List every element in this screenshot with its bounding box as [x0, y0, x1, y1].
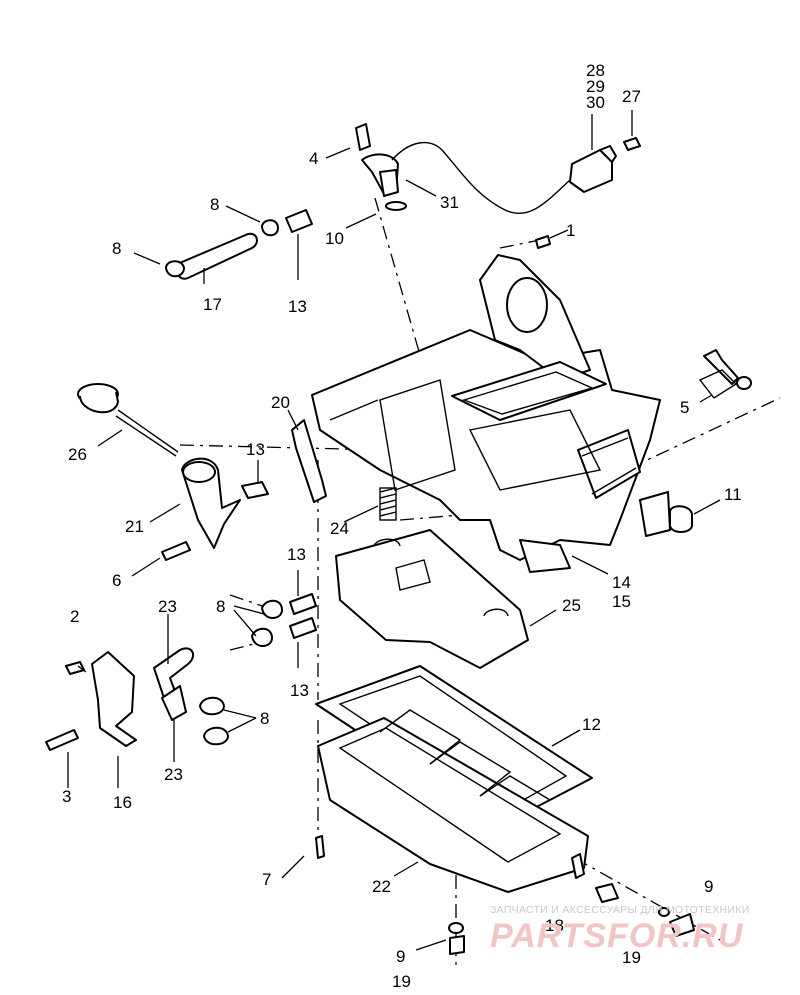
- part-25-tank-cover: [335, 529, 529, 669]
- callout-29: 29: [586, 77, 605, 96]
- callout-9-bottom: 9: [396, 947, 405, 966]
- callout-8-top: 8: [210, 195, 219, 214]
- callout-23-bottom: 23: [164, 765, 183, 784]
- transmission-housing: [311, 254, 671, 573]
- callout-13-upper-right: 13: [287, 545, 306, 564]
- callout-19-right: 19: [622, 948, 641, 967]
- part-20-gasket: [291, 419, 327, 503]
- leader-lines: [67, 110, 721, 951]
- part-24-spring: [379, 487, 397, 521]
- callout-3: 3: [62, 787, 71, 806]
- watermark: ЗАПЧАСТИ И АКСЕССУАРЫ ДЛЯ МОТОТЕХНИКИ PA…: [490, 904, 750, 955]
- callout-28: 28: [586, 61, 605, 80]
- drain-hardware: [448, 853, 695, 955]
- part-6-stud: [161, 541, 191, 561]
- callout-15: 15: [612, 592, 631, 611]
- callout-8-left: 8: [112, 239, 121, 258]
- callout-8-mid: 8: [216, 597, 225, 616]
- middle-clamps-fittings: [251, 593, 317, 647]
- callout-1: 1: [566, 221, 575, 240]
- part-21-filler-neck: [181, 457, 241, 549]
- part-26-dipstick: [77, 383, 179, 457]
- callout-7: 7: [262, 870, 271, 889]
- watermark-brand: PARTSFOR.RU: [490, 917, 744, 955]
- callout-25: 25: [562, 596, 581, 615]
- watermark-tagline: ЗАПЧАСТИ И АКСЕССУАРЫ ДЛЯ МОТОТЕХНИКИ: [490, 904, 750, 916]
- part-11-bushing: [669, 505, 693, 533]
- callout-23-top: 23: [158, 597, 177, 616]
- callout-17: 17: [203, 295, 222, 314]
- sensor-assembly: [355, 123, 641, 215]
- callout-12: 12: [582, 715, 601, 734]
- part-7-bolt: [315, 835, 325, 859]
- callout-13-lower: 13: [290, 681, 309, 700]
- callout-11: 11: [724, 485, 742, 504]
- callout-19-bottom: 19: [392, 972, 411, 991]
- part-16-bracket: [45, 651, 137, 751]
- part-13-fitting-mid: [241, 481, 269, 499]
- upper-hose-set: [165, 209, 313, 280]
- callout-31: 31: [440, 193, 459, 212]
- callout-10: 10: [325, 229, 344, 248]
- callout-20: 20: [271, 393, 290, 412]
- callout-13-top: 13: [288, 297, 307, 316]
- callout-2: 2: [70, 607, 79, 626]
- callout-8-low: 8: [260, 709, 269, 728]
- callout-6: 6: [112, 571, 121, 590]
- callout-9-right: 9: [704, 877, 713, 896]
- part-1-pin: [535, 235, 551, 249]
- callout-16: 16: [113, 793, 132, 812]
- callout-18: 18: [545, 916, 564, 935]
- callout-30: 30: [586, 93, 605, 112]
- part-23-elbow-hoses: [153, 647, 195, 721]
- callout-27: 27: [622, 87, 641, 106]
- callout-5: 5: [680, 398, 689, 417]
- lower-clamps: [199, 696, 229, 746]
- part-22-oil-pan: [317, 709, 589, 893]
- callout-numbers: 1 2 3 4 5 6 7 8 8 8 8 9 9 10 11 12 13 13…: [62, 61, 742, 991]
- part-5-bolt: [698, 349, 752, 399]
- callout-13-mid: 13: [246, 440, 265, 459]
- callout-21: 21: [125, 517, 144, 536]
- callout-14: 14: [612, 573, 631, 592]
- callout-4: 4: [309, 149, 318, 168]
- callout-22: 22: [372, 877, 391, 896]
- callout-24: 24: [330, 519, 349, 538]
- callout-26: 26: [68, 445, 87, 464]
